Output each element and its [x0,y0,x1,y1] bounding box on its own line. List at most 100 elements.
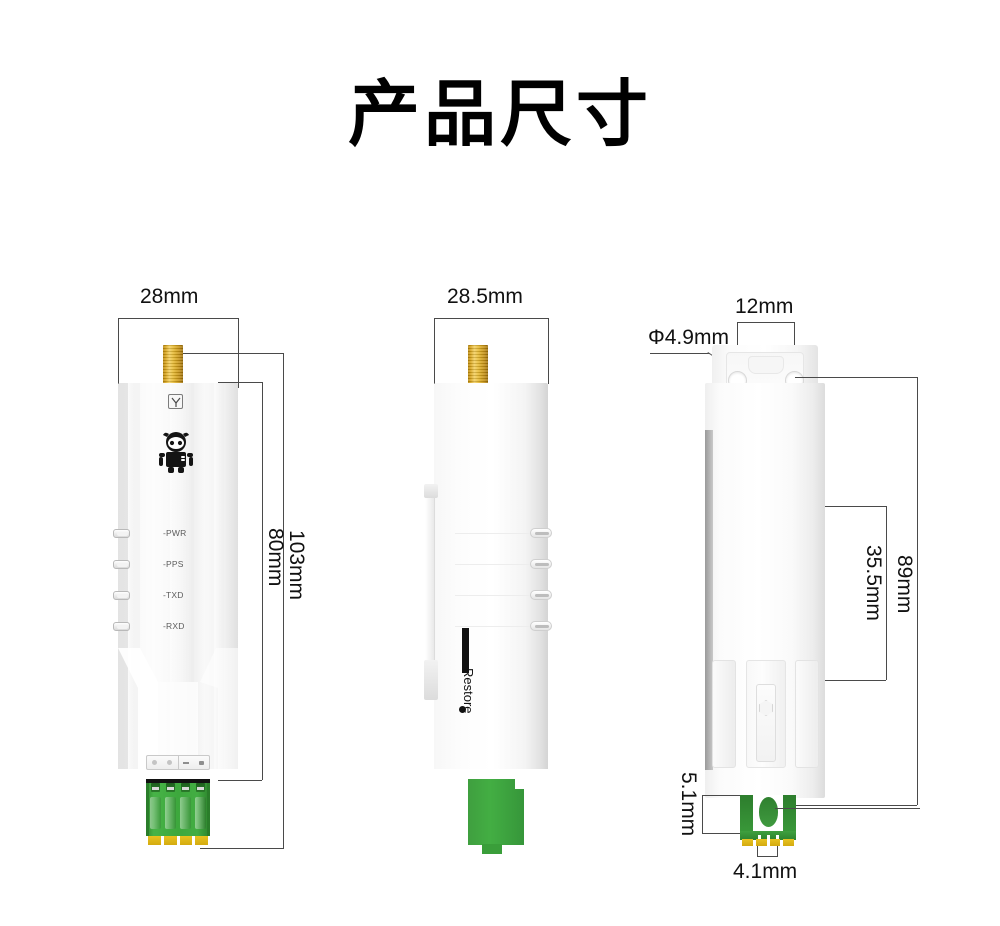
robot-logo [158,430,194,474]
dim-355mm-bottom-line [823,680,886,681]
dim-28mm-left-ext [118,318,119,384]
terminal-pin [163,836,177,845]
terminal-edge [146,783,149,836]
sma-antenna-connector-side [468,345,488,384]
terminal-fin [150,797,161,829]
led-label-pwr: -PWR [163,528,187,538]
dim-51mm-top-line [702,795,748,796]
din-rail-clip-nub [748,356,784,374]
dim-89mm-top-line [795,377,917,378]
dim-hole-diameter-underline [650,353,710,354]
restore-button[interactable] [459,706,466,713]
clip-latch [756,684,776,762]
body-rib [214,383,224,769]
dim-355mm-label: 35.5mm [862,545,885,621]
body-seam [455,595,533,596]
body-seam [455,626,533,627]
dim-51mm-bottom-line [702,833,748,834]
device-body-side [434,383,548,769]
terminal-tick [767,835,770,841]
terminal-tick [758,835,761,841]
dim-12mm-top-line [737,322,794,323]
terminal-boss-leader [775,808,920,809]
dim-355mm-right-ext [886,506,887,680]
label-plate-left [147,756,178,769]
led-indicator-pwr [113,529,130,538]
hole-right-leader [795,377,855,378]
din-rail-clip-bottom [712,660,820,778]
clip-latch-hex [759,700,773,716]
dim-28mm-label: 28mm [140,285,199,308]
terminal-fin [165,797,176,829]
sma-antenna-connector [163,345,183,384]
terminal-pins [146,836,210,845]
clip-column-left [712,660,736,768]
card-slot [461,627,470,674]
terminal-pin [755,839,767,846]
dim-hole-diameter-label: Φ4.9mm [648,326,729,349]
dim-80mm-top-line [218,382,262,383]
dim-355mm-top-line [823,506,886,507]
terminal-oval-boss [759,797,778,827]
dim-51mm-left-ext [702,795,703,833]
led-label-txd: -TXD [163,590,184,600]
terminal-pins [742,839,794,846]
body-seam [455,533,533,534]
terminal-housing [468,779,524,845]
led-indicator-txd [113,591,130,600]
terminal-screw-slot [166,783,175,792]
terminal-foot [482,844,502,854]
side-mount-rail [425,490,435,665]
terminal-pin [148,836,161,845]
led-label-pps: -PPS [163,559,184,569]
dim-28mm-top-line [118,318,239,319]
dim-103mm-bottom-line [200,848,284,849]
terminal-block-back [740,795,796,847]
terminal-side-block [783,795,796,835]
label-plate-right [177,756,210,769]
antenna-icon [168,394,183,409]
terminal-fin [195,797,206,829]
terminal-edge [207,783,210,836]
plate-mark-icon [183,761,190,764]
dim-89mm-right-ext [917,377,918,805]
terminal-block-side [468,779,524,854]
dim-103mm-top-line [177,353,283,354]
terminal-cap [146,779,210,784]
plate-mark-icon [199,760,205,765]
terminal-side-block [740,795,753,835]
led-indicator-rxd [113,622,130,631]
terminal-pin [195,836,208,845]
dim-285mm-left-ext [434,318,435,384]
dim-285mm-label: 28.5mm [447,285,523,308]
terminal-pin [769,839,781,846]
dim-285mm-right-ext [548,318,549,384]
led-window-pps [530,559,552,569]
terminal-tick [776,835,779,841]
rail-tab-top [424,484,438,498]
dim-89mm-label: 89mm [893,555,916,614]
terminal-block-front [146,779,210,845]
led-window-rxd [530,621,552,631]
terminal-pin [783,839,794,846]
terminal-fin [180,797,191,829]
dim-285mm-top-line [434,318,549,319]
led-window-txd [530,590,552,600]
terminal-pin [179,836,193,845]
dim-80mm-right-ext [262,382,263,780]
dim-103mm-right-ext [283,353,284,848]
led-indicator-pps [113,560,130,569]
page-title: 产品尺寸 [347,72,652,156]
dim-80mm-bottom-line [218,780,262,781]
dim-41mm-bottom-line [757,856,778,857]
plate-mark-icon [152,760,158,765]
dim-89mm-bottom-line [796,805,917,806]
clip-column-right [795,660,819,768]
dim-51mm-label: 5.1mm [677,772,700,837]
terminal-screw-slot [151,783,160,792]
body-shadow-edge [705,430,713,770]
label-plate [146,755,210,770]
